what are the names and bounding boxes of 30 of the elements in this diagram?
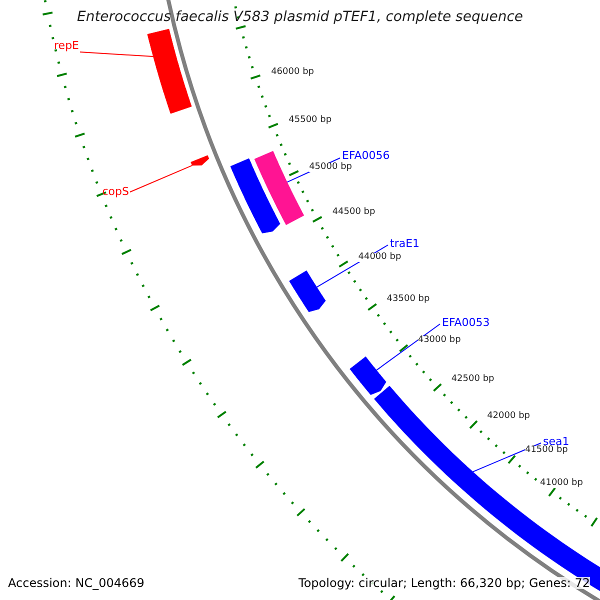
- gene-label: EFA0056: [342, 150, 390, 161]
- gene-label: repE: [54, 40, 79, 51]
- gene-block: [147, 28, 192, 114]
- scale-label: 43000 bp: [418, 336, 461, 346]
- leader-line: [472, 442, 542, 472]
- gene-label: copS: [102, 186, 129, 197]
- scale-label: 44500 bp: [332, 208, 376, 218]
- gene-label: sea1: [543, 436, 570, 447]
- gene-label: traE1: [390, 238, 420, 249]
- gene-label: EFA0053: [442, 317, 490, 328]
- gene-block: [350, 356, 386, 395]
- title: Enterococcus faecalis V583 plasmid pTEF1, complete sequence: [76, 10, 524, 24]
- gene-block: [289, 270, 326, 312]
- scale-label: 42000 bp: [487, 412, 530, 421]
- leader-line: [376, 324, 440, 371]
- summary-note: Topology: circular; Length: 66,320 bp; Genes: 72: [298, 577, 590, 589]
- scale-label: 41500 bp: [524, 446, 568, 456]
- gene-block: [230, 158, 280, 234]
- scale-label: 44000 bp: [358, 252, 402, 262]
- scale-label: 43500 bp: [386, 295, 430, 304]
- scale-label: 42500 bp: [451, 375, 494, 384]
- scale-label: 46000 bp: [271, 68, 314, 77]
- accession-note: Accession: NC_004669: [8, 577, 144, 589]
- gene-block: [254, 150, 304, 226]
- leader-line: [80, 52, 154, 57]
- scale-label: 45500 bp: [288, 116, 332, 125]
- leader-line: [130, 164, 193, 192]
- scale-label: 45000 bp: [309, 162, 352, 172]
- gene-block: [190, 155, 210, 166]
- scale-label: 41000 bp: [540, 478, 583, 488]
